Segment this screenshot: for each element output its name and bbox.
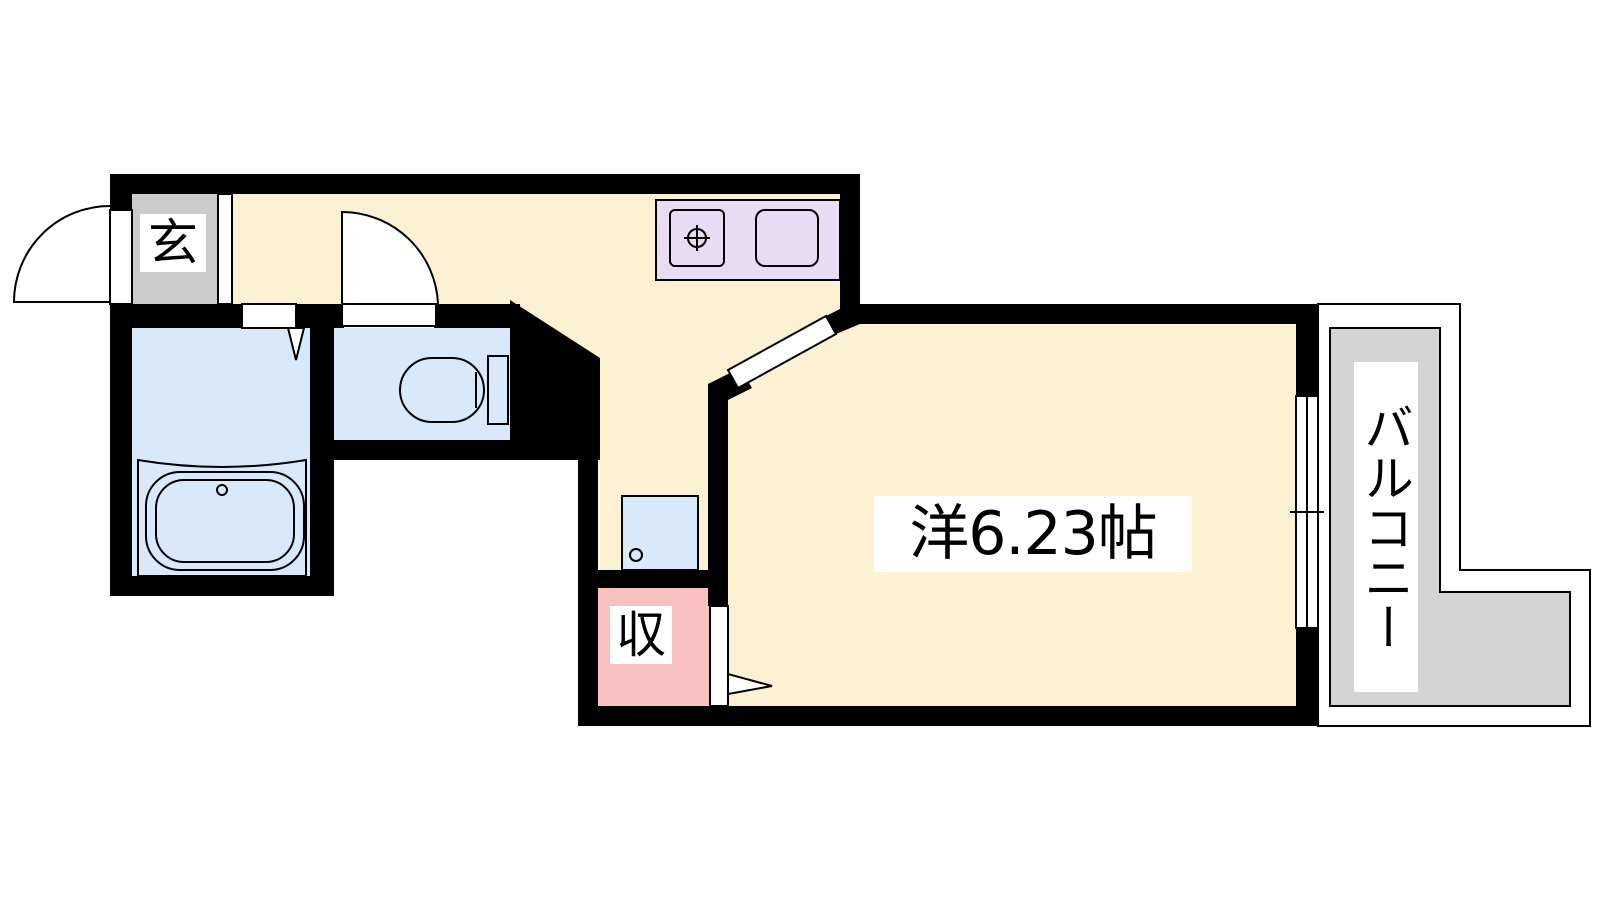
stove-burner	[669, 209, 725, 267]
doors	[12, 205, 773, 696]
genkan-label: 玄	[140, 214, 206, 272]
bathtub-basin	[145, 471, 305, 571]
room-right-wall-top	[1296, 304, 1318, 396]
top-wall	[110, 174, 860, 194]
utility-block	[510, 300, 600, 460]
bottom-wall	[578, 706, 1318, 726]
toilet-bottom-wall	[334, 440, 528, 460]
bathroom-floor	[132, 328, 310, 576]
toilet-door-sill	[341, 303, 437, 327]
bathtub-outline	[137, 458, 307, 577]
toilet-door-swing	[341, 210, 440, 305]
entrance-door-swing	[12, 205, 111, 303]
room-right-wall-bottom	[1296, 628, 1318, 726]
bath-right-wall	[310, 304, 334, 596]
diagonal-window	[726, 314, 838, 390]
kitchen-counter	[655, 199, 841, 281]
storage-door-leaf	[727, 672, 773, 696]
toilet-tank	[487, 355, 509, 425]
bath-door-sill	[241, 303, 297, 329]
bathtub-inner	[155, 479, 295, 563]
walls	[110, 174, 1318, 726]
left-wall-top	[110, 174, 132, 210]
corridor-floor	[510, 314, 840, 570]
washer-drain	[629, 548, 643, 562]
room-top-wall	[840, 304, 1318, 324]
storage-label: 収	[610, 606, 672, 664]
partition-wall	[708, 384, 728, 606]
bath-door-leaf	[286, 327, 306, 361]
fixtures	[137, 209, 819, 577]
western-room-label: 洋6.23帖	[874, 496, 1192, 572]
genkan-side-window	[217, 193, 233, 305]
washer-pan	[621, 495, 699, 571]
balcony-label: バルコニー	[1354, 362, 1418, 692]
kitchen-sink	[755, 209, 819, 267]
toilet-bowl	[399, 357, 485, 423]
storage-top-wall	[598, 570, 710, 588]
bath-top-wall	[110, 304, 242, 328]
bath-top-wall-right	[296, 304, 344, 328]
genkan-door-frame	[109, 209, 133, 305]
windows	[109, 193, 1324, 707]
diagonal-wall-end	[826, 306, 860, 334]
storage-side-frame	[709, 605, 729, 707]
toilet-top-wall-right	[434, 304, 520, 328]
kitchen-right-wall	[840, 174, 860, 324]
storage-left-wall	[578, 460, 598, 726]
bath-bottom-wall	[110, 576, 332, 596]
left-wall-bottom	[110, 304, 132, 596]
bathtub-drain	[216, 484, 228, 496]
